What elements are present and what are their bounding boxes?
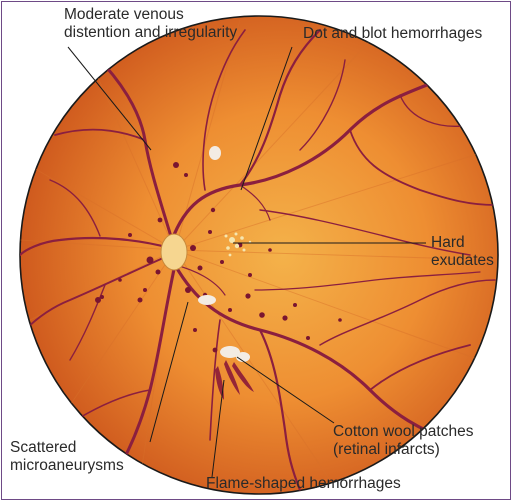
label-hard-line1: Hard [431, 234, 494, 252]
label-dot-blot-hemorrhages: Dot and blot hemorrhages [303, 25, 482, 43]
label-micro-line1: Scattered [10, 439, 124, 457]
label-hard-line2: exudates [431, 252, 494, 270]
label-venous-line1: Moderate venous [64, 6, 237, 24]
label-microaneurysms: Scattered microaneurysms [10, 439, 124, 475]
label-cotton-line2: (retinal infarcts) [333, 441, 473, 459]
label-hard-exudates: Hard exudates [431, 234, 494, 270]
label-venous-distention: Moderate venous distention and irregular… [64, 6, 237, 42]
optic-disc [161, 234, 187, 270]
label-cotton-line1: Cotton wool patches [333, 423, 473, 441]
label-venous-line2: distention and irregularity [64, 24, 237, 42]
label-flame-hemorrhages: Flame-shaped hemorrhages [206, 475, 401, 493]
label-cotton-wool: Cotton wool patches (retinal infarcts) [333, 423, 473, 459]
label-micro-line2: microaneurysms [10, 457, 124, 475]
